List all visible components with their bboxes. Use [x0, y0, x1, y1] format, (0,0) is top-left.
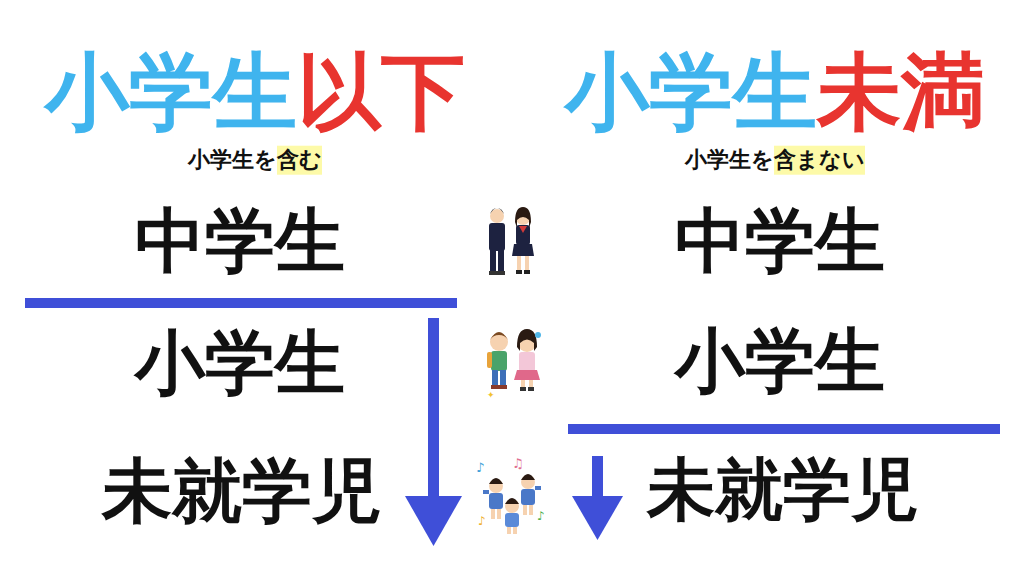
- arrow-shaft: [428, 318, 439, 500]
- svg-text:♪: ♪: [537, 509, 545, 523]
- label-text: 小学生: [675, 322, 885, 399]
- subheading-group: 小学生を含む: [188, 146, 322, 175]
- label-text: 未就学児: [102, 452, 382, 529]
- svg-text:✦: ✦: [487, 390, 495, 400]
- divider-line: [568, 424, 1000, 434]
- heading-group: 小学生未満: [565, 48, 985, 136]
- label-text: 以下: [297, 48, 465, 136]
- subheading-group: 小学生を含まない: [685, 146, 865, 175]
- label-text: 小学生: [565, 48, 817, 136]
- grade-label-group: 未就学児: [102, 452, 382, 529]
- label-text: 未就学児: [647, 453, 919, 527]
- svg-text:♪: ♪: [478, 514, 486, 528]
- label-text: 小学生を: [685, 146, 774, 175]
- grade-label-group: 小学生: [675, 322, 885, 399]
- preschool-children-icon: ♪ ♫ ♪ ♪: [476, 456, 545, 534]
- highlighted-text: 含まない: [774, 146, 865, 175]
- heading-group: 小学生以下: [45, 48, 465, 136]
- grade-label-group: 中学生: [675, 202, 885, 279]
- grade-label-group: 中学生: [135, 202, 345, 279]
- highlighted-text: 含む: [277, 146, 322, 175]
- arrow-head: [572, 496, 623, 540]
- arrow-shaft: [592, 456, 603, 500]
- label-text: 未満: [817, 48, 985, 136]
- elementary-students-icon: ✦: [487, 329, 541, 400]
- label-text: 小学生: [135, 324, 345, 401]
- label-text: 中学生: [675, 202, 885, 279]
- svg-text:♫: ♫: [512, 456, 524, 471]
- label-text: 中学生: [135, 202, 345, 279]
- junior-high-students-icon: [489, 207, 534, 275]
- grade-label-group: 未就学児: [647, 453, 919, 527]
- divider-line: [25, 298, 457, 308]
- label-text: 小学生: [45, 48, 297, 136]
- grade-label-group: 小学生: [135, 324, 345, 401]
- svg-text:♪: ♪: [476, 460, 484, 475]
- label-text: 小学生を: [188, 146, 277, 175]
- arrow-head: [405, 496, 462, 546]
